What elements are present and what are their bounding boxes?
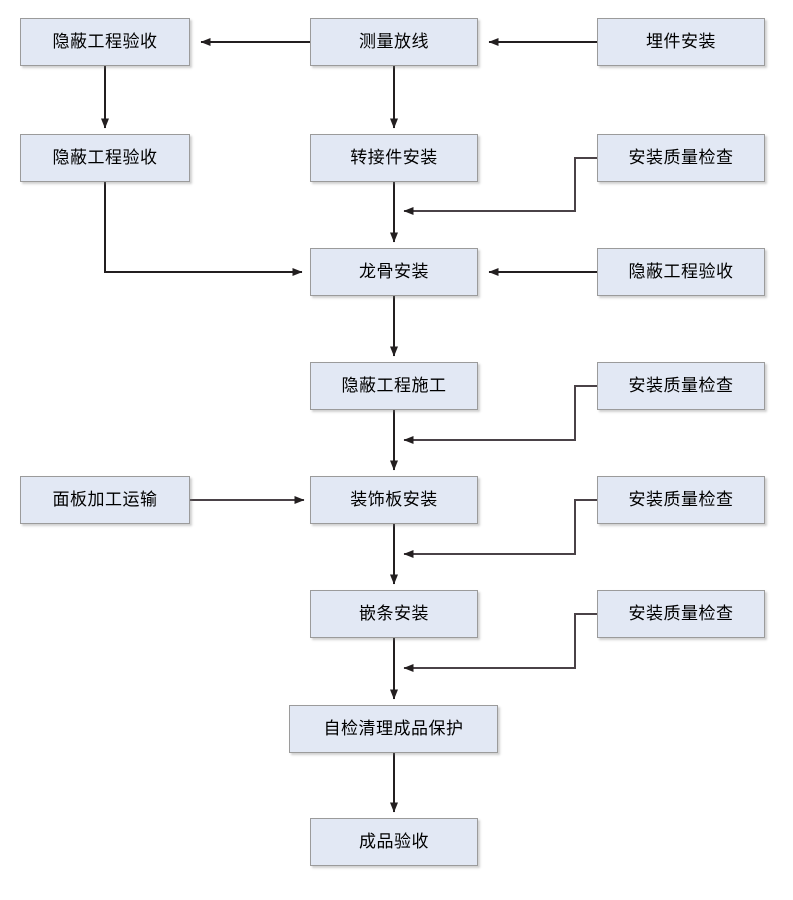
node-zhuangshiban-anzhuang[interactable]: 装饰板安装 — [310, 476, 478, 524]
node-label: 隐蔽工程施工 — [341, 375, 447, 396]
node-label: 装饰板安装 — [350, 489, 438, 510]
node-label: 龙骨安装 — [359, 261, 429, 282]
node-label: 安装质量检查 — [628, 603, 734, 624]
edge-yinbi2-to-longgu — [104, 182, 303, 276]
node-label: 成品验收 — [359, 831, 429, 852]
node-label: 隐蔽工程验收 — [52, 31, 158, 52]
node-label: 测量放线 — [359, 31, 429, 52]
node-label: 隐蔽工程验收 — [52, 147, 158, 168]
node-anzhuang-zhiliang-jiancha-1[interactable]: 安装质量检查 — [597, 134, 765, 182]
node-zhuanjiejian-anzhuang[interactable]: 转接件安装 — [310, 134, 478, 182]
node-yinbi-gongcheng-yanshou-2[interactable]: 隐蔽工程验收 — [20, 134, 190, 182]
node-label: 嵌条安装 — [359, 603, 429, 624]
node-label: 埋件安装 — [646, 31, 716, 52]
node-yinbi-gongcheng-yanshou-1[interactable]: 隐蔽工程验收 — [20, 18, 190, 66]
node-mianban-jiagong-yunshu[interactable]: 面板加工运输 — [20, 476, 190, 524]
node-label: 自检清理成品保护 — [323, 718, 464, 739]
node-label: 面板加工运输 — [52, 489, 158, 510]
node-label: 转接件安装 — [350, 147, 438, 168]
node-label: 安装质量检查 — [628, 147, 734, 168]
node-qiantiao-anzhuang[interactable]: 嵌条安装 — [310, 590, 478, 638]
node-yinbi-gongcheng-shigong[interactable]: 隐蔽工程施工 — [310, 362, 478, 410]
node-celiang-fangxian[interactable]: 测量放线 — [310, 18, 478, 66]
node-label: 隐蔽工程验收 — [628, 261, 734, 282]
node-anzhuang-zhiliang-jiancha-3[interactable]: 安装质量检查 — [597, 476, 765, 524]
node-zijian-qingli-chengpin-baohu[interactable]: 自检清理成品保护 — [289, 705, 498, 753]
node-anzhuang-zhiliang-jiancha-4[interactable]: 安装质量检查 — [597, 590, 765, 638]
node-yinbi-gongcheng-yanshou-3[interactable]: 隐蔽工程验收 — [597, 248, 765, 296]
node-chengpin-yanshou[interactable]: 成品验收 — [310, 818, 478, 866]
node-anzhuang-zhiliang-jiancha-2[interactable]: 安装质量检查 — [597, 362, 765, 410]
node-maijian-anzhuang[interactable]: 埋件安装 — [597, 18, 765, 66]
node-label: 安装质量检查 — [628, 375, 734, 396]
node-label: 安装质量检查 — [628, 489, 734, 510]
node-longgu-anzhuang[interactable]: 龙骨安装 — [310, 248, 478, 296]
